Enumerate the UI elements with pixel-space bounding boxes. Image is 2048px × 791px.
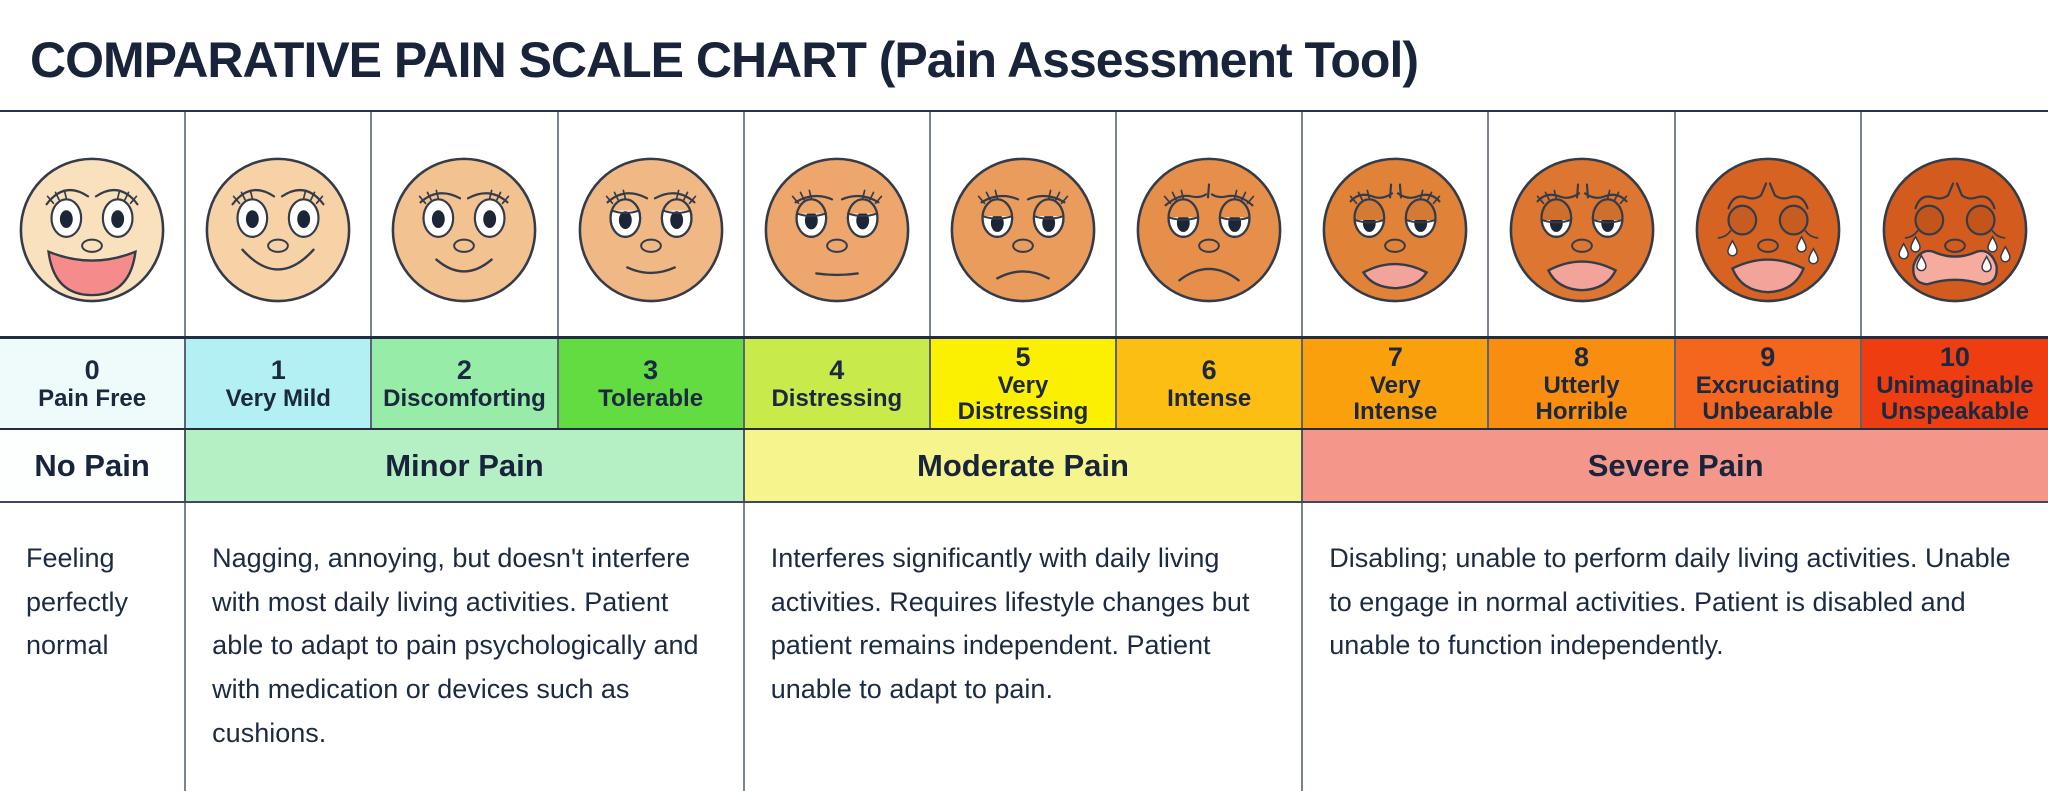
description-text: Nagging, annoying, but doesn't interfere… (212, 543, 699, 748)
face-cell (559, 112, 745, 336)
pain-face-3-icon (572, 143, 730, 305)
level-label: Very Distressing (957, 372, 1089, 426)
level-number: 9 (1760, 342, 1776, 373)
level-label: Very Intense (1353, 372, 1438, 426)
category-cell: No Pain (0, 430, 187, 501)
level-number: 1 (270, 355, 286, 386)
level-label: Unimaginable Unspeakable (1876, 372, 2034, 426)
level-label: Tolerable (598, 385, 704, 413)
level-label: Excruciating Unbearable (1695, 372, 1840, 426)
face-cell (186, 112, 373, 336)
face-cell (1117, 112, 1304, 336)
pain-face-5-icon (944, 143, 1102, 305)
pain-face-10-icon (1876, 143, 2034, 305)
level-label: Utterly Horrible (1535, 372, 1628, 426)
title-bar: COMPARATIVE PAIN SCALE CHART (Pain Asses… (0, 0, 2048, 110)
level-number: 7 (1387, 342, 1403, 373)
category-cell: Minor Pain (186, 430, 745, 501)
category-cell: Severe Pain (1303, 430, 2048, 501)
pain-face-0-icon (13, 143, 171, 305)
pain-face-4-icon (758, 143, 916, 305)
description-cell: Disabling; unable to perform daily livin… (1303, 503, 2048, 791)
face-cell (0, 112, 187, 336)
pain-face-2-icon (385, 143, 543, 305)
level-label: Intense (1167, 385, 1252, 413)
pain-face-9-icon (1689, 143, 1847, 305)
face-cell (372, 112, 559, 336)
description-cell: Nagging, annoying, but doesn't interfere… (186, 503, 745, 791)
description-cell: Interferes significantly with daily livi… (745, 503, 1304, 791)
pain-face-1-icon (199, 143, 357, 305)
page-title: COMPARATIVE PAIN SCALE CHART (Pain Asses… (30, 32, 1419, 88)
level-label: Pain Free (38, 385, 147, 413)
level-number: 8 (1574, 342, 1590, 373)
level-number: 3 (643, 355, 659, 386)
category-cell: Moderate Pain (744, 430, 1304, 501)
level-label: Distressing (771, 385, 903, 413)
level-number: 4 (829, 355, 845, 386)
level-label: Very Mild (225, 385, 331, 413)
face-cell (1303, 112, 1490, 336)
face-cell (745, 112, 931, 336)
description-text: Interferes significantly with daily livi… (770, 543, 1250, 705)
description-text: Feeling perfectly normal (26, 543, 129, 661)
pain-face-8-icon (1503, 143, 1661, 305)
description-text: Disabling; unable to perform daily livin… (1329, 543, 2011, 661)
face-cell (931, 112, 1118, 336)
category-label: No Pain (34, 447, 150, 483)
category-label: Severe Pain (1587, 447, 1764, 483)
pain-face-6-icon (1130, 143, 1288, 305)
level-number: 2 (456, 355, 472, 386)
pain-face-7-icon (1316, 143, 1474, 305)
description-row: Feeling perfectly normal Nagging, annoyin… (0, 503, 2048, 791)
category-row: No Pain Minor Pain Moderate Pain Severe Pai… (0, 430, 2048, 503)
face-cell (1489, 112, 1676, 336)
category-label: Minor Pain (385, 447, 544, 483)
level-number: 6 (1201, 355, 1217, 386)
face-cell (1862, 112, 2048, 336)
description-cell: Feeling perfectly normal (0, 503, 187, 791)
face-cell (1676, 112, 1862, 336)
level-number: 0 (84, 355, 100, 386)
category-label: Moderate Pain (917, 447, 1129, 483)
faces-row (0, 110, 2048, 336)
level-label: Discomforting (383, 385, 546, 413)
level-number: 5 (1015, 342, 1031, 373)
level-number: 10 (1939, 342, 1970, 373)
